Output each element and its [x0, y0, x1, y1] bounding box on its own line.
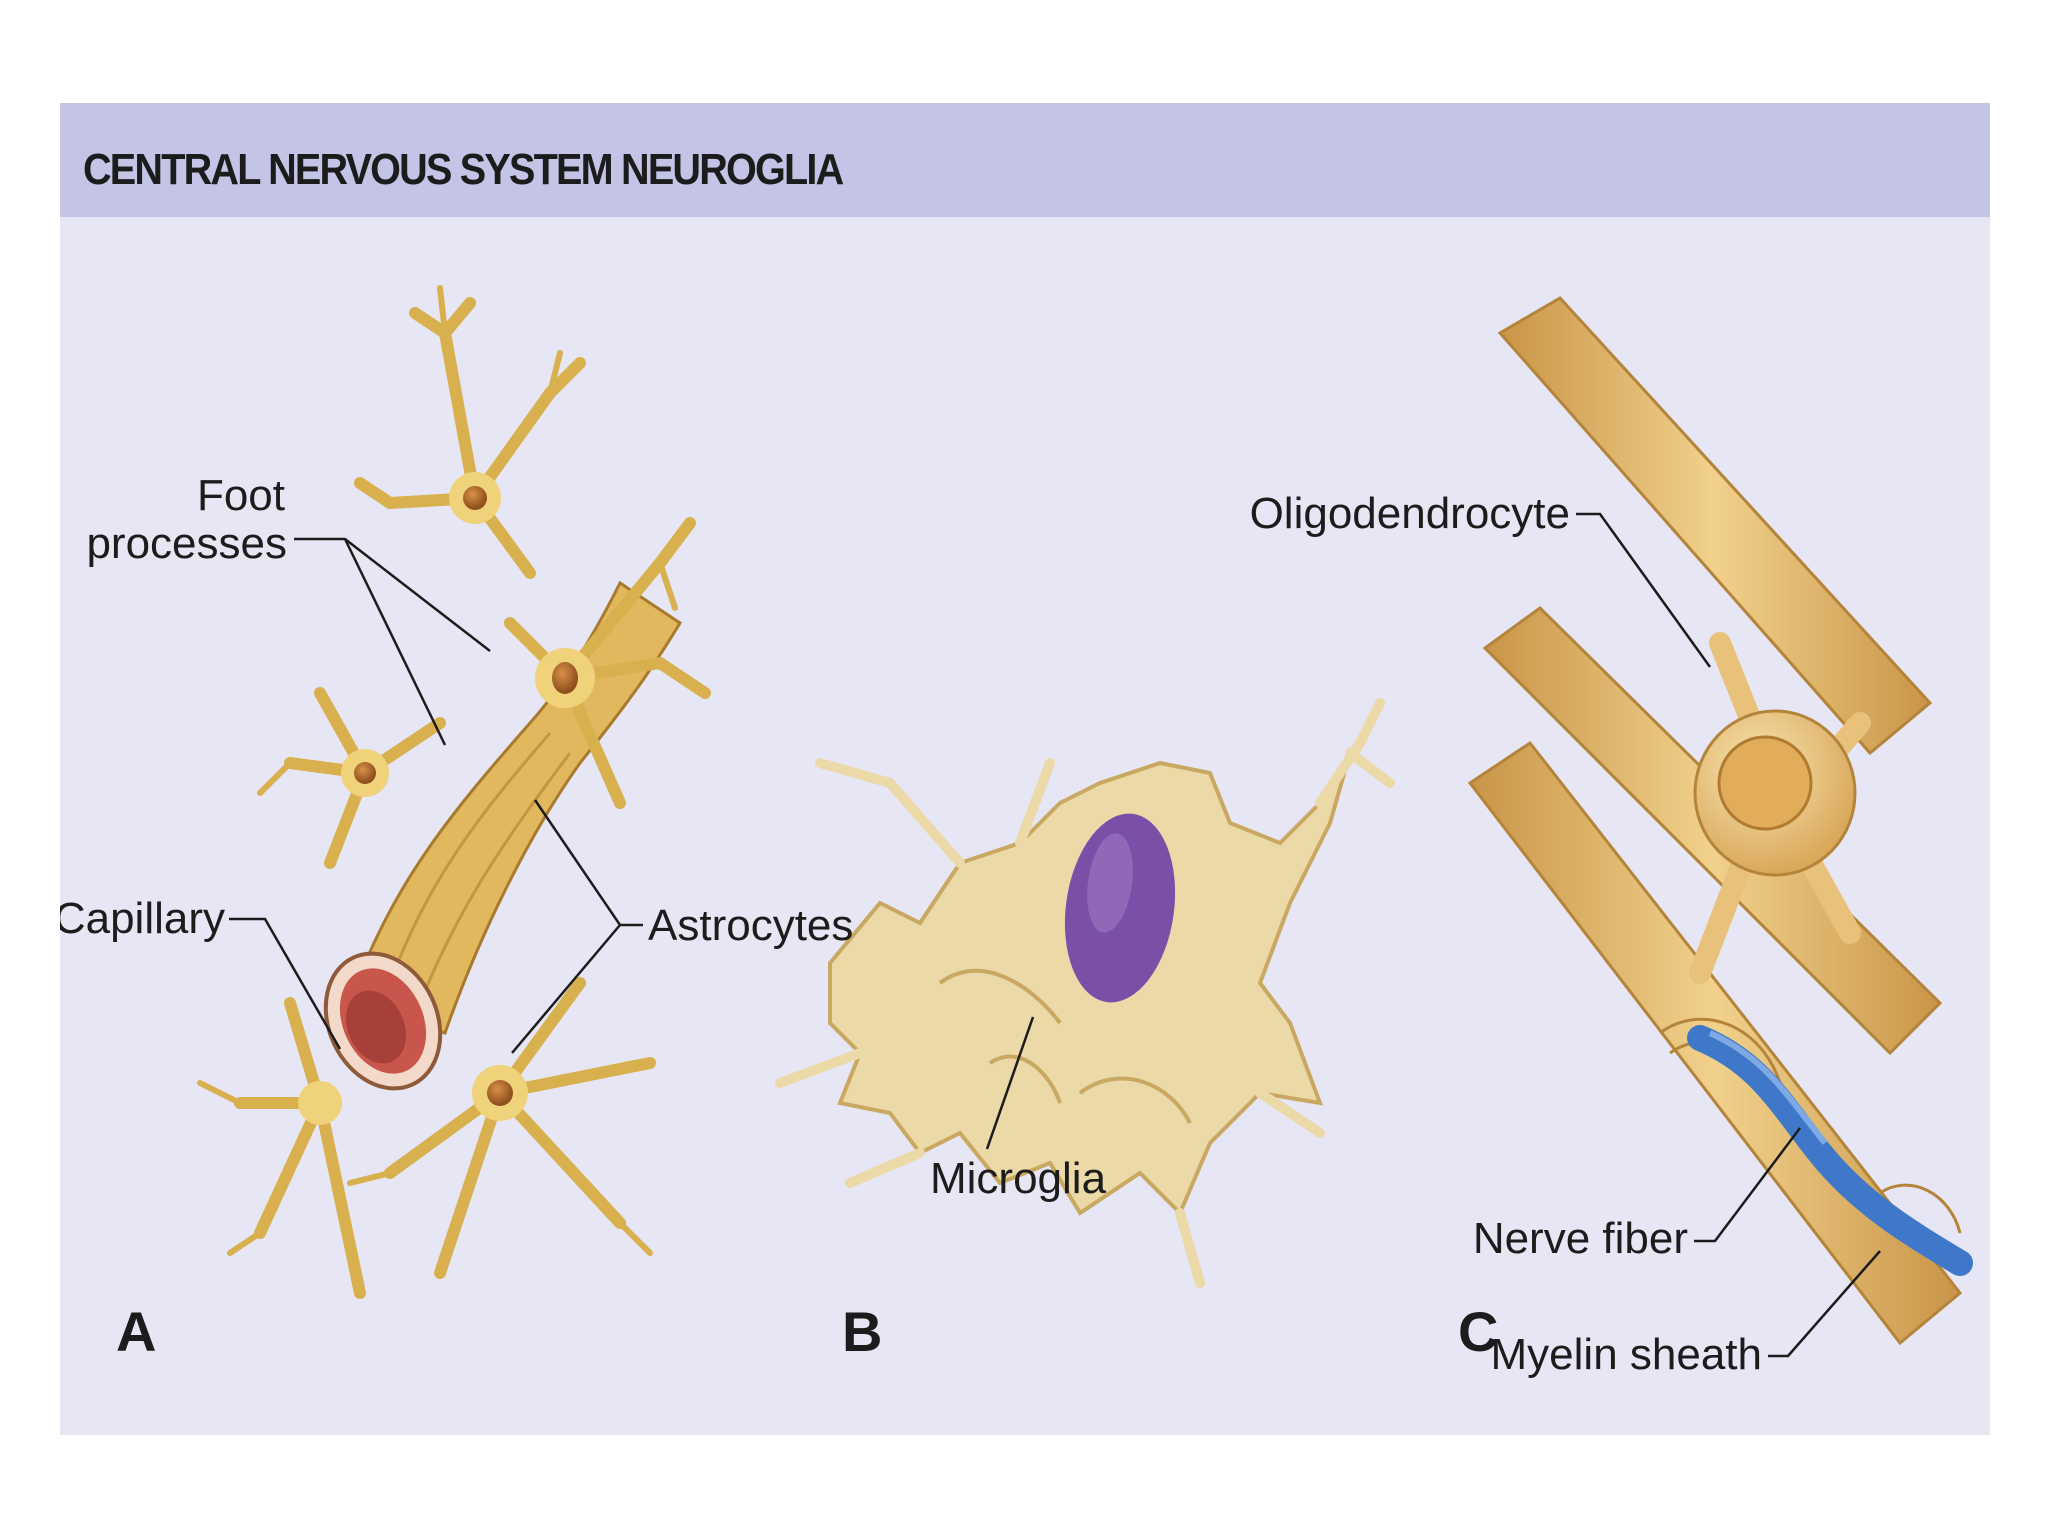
label-microglia: Microglia	[930, 1154, 1107, 1203]
label-myelin-sheath: Myelin sheath	[1491, 1330, 1762, 1379]
label-oligodendrocyte: Oligodendrocyte	[1250, 489, 1570, 538]
label-processes: processes	[86, 519, 287, 568]
astrocyte-nucleus	[463, 486, 487, 510]
label-nerve-fiber: Nerve fiber	[1473, 1214, 1688, 1263]
oligodendrocyte-nucleus	[1719, 737, 1811, 829]
neuroglia-figure: CENTRAL NERVOUS SYSTEM NEUROGLIA	[60, 103, 1990, 1435]
label-astrocytes: Astrocytes	[648, 901, 853, 950]
capillary-illustration	[304, 583, 680, 1107]
astrocyte-nucleus	[552, 662, 578, 694]
illustration: Foot processes Capillary Astrocytes Micr…	[60, 103, 1990, 1435]
panel-letter-b: B	[842, 1300, 882, 1363]
panel-letter-c: C	[1458, 1300, 1498, 1363]
panel-a-illustration	[200, 288, 705, 1293]
astrocyte-body	[298, 1081, 342, 1125]
label-foot: Foot	[197, 471, 285, 520]
panel-letter-a: A	[116, 1300, 156, 1363]
panel-c-illustration	[1470, 298, 1960, 1343]
astrocyte-nucleus	[487, 1080, 513, 1106]
astrocyte-nucleus	[354, 762, 376, 784]
label-capillary: Capillary	[60, 894, 225, 943]
